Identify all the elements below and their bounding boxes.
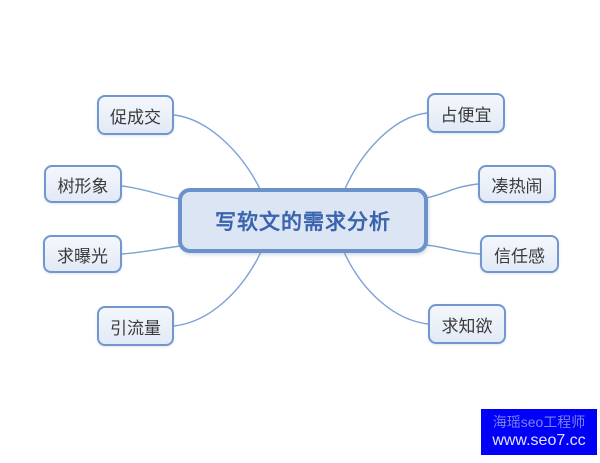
node-build-image[interactable]: 树形象	[44, 165, 122, 203]
connector-build-image	[121, 185, 181, 200]
node-curiosity[interactable]: 求知欲	[428, 304, 506, 344]
watermark-badge: 海瑶seo工程师 www.seo7.cc	[481, 409, 597, 455]
node-bargain-seeking[interactable]: 占便宜	[427, 93, 505, 133]
node-join-the-fun[interactable]: 凑热闹	[478, 165, 556, 203]
connector-bargain	[343, 112, 428, 192]
connector-curiosity	[343, 251, 429, 325]
connector-trust	[425, 244, 481, 255]
node-seek-exposure[interactable]: 求曝光	[43, 235, 122, 273]
connector-join-fun	[425, 183, 479, 199]
connector-close-deals	[173, 114, 262, 192]
connector-seek-exposure	[121, 245, 181, 255]
watermark-url: www.seo7.cc	[492, 431, 586, 449]
watermark-author: 海瑶seo工程师	[492, 413, 586, 430]
node-drive-traffic[interactable]: 引流量	[97, 306, 174, 346]
connector-drive-traffic	[173, 251, 262, 327]
central-topic-node[interactable]: 写软文的需求分析	[178, 188, 428, 253]
node-trust[interactable]: 信任感	[480, 235, 559, 273]
node-close-deals[interactable]: 促成交	[97, 95, 174, 135]
